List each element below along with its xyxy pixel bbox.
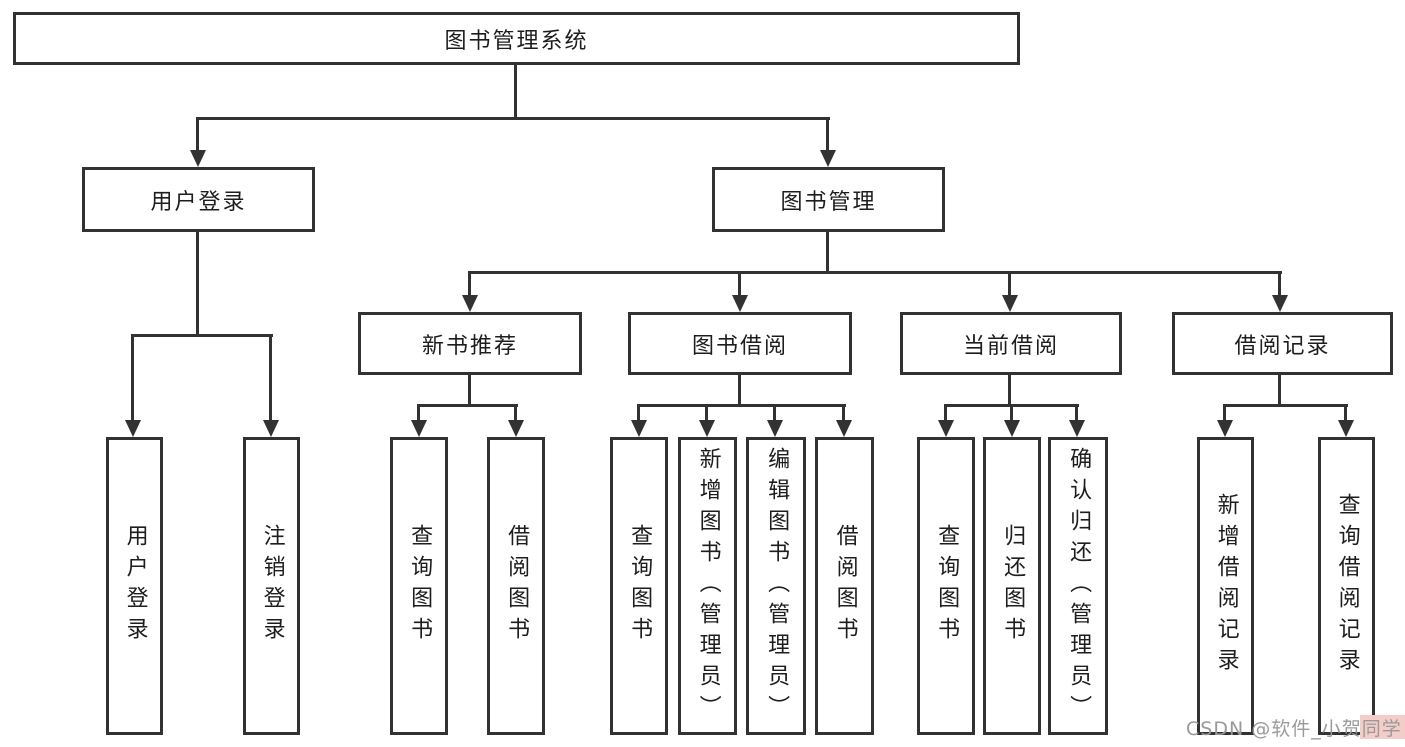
arrowhead-down-icon — [767, 420, 783, 437]
connector-line — [196, 117, 199, 152]
connector-line — [468, 271, 1282, 274]
node-borrowing-borrow-books: 借阅图书 — [815, 437, 874, 735]
connector-line — [1278, 271, 1281, 297]
node-logout-leaf: 注销登录 — [243, 437, 300, 735]
arrowhead-down-icon — [125, 420, 141, 437]
connector-line — [637, 404, 640, 424]
arrowhead-down-icon — [190, 150, 206, 167]
arrowhead-down-icon — [631, 420, 647, 437]
arrowhead-down-icon — [1069, 420, 1085, 437]
connector-line — [842, 404, 845, 424]
connector-line — [738, 373, 741, 406]
arrowhead-down-icon — [508, 420, 524, 437]
node-borrowing-records: 借阅记录 — [1172, 312, 1393, 375]
node-recommend-query-books: 查询图书 — [390, 437, 448, 735]
node-current-query-books: 查询图书 — [917, 437, 975, 735]
connector-line — [826, 117, 829, 152]
connector-line — [514, 404, 517, 424]
connector-line — [196, 230, 199, 336]
connector-line — [1010, 404, 1013, 424]
node-user-login-module: 用户登录 — [82, 167, 315, 232]
arrowhead-down-icon — [411, 420, 427, 437]
node-current-borrowing: 当前借阅 — [900, 312, 1122, 375]
arrowhead-down-icon — [1272, 295, 1288, 312]
node-current-return-books: 归还图书 — [983, 437, 1041, 735]
watermark-text: CSDN @软件_小贺同学 — [1186, 718, 1402, 740]
arrowhead-down-icon — [938, 420, 954, 437]
node-current-confirm-return-admin: 确认归还（管理员） — [1048, 437, 1108, 735]
node-book-borrowing: 图书借阅 — [628, 312, 852, 375]
connector-line — [417, 404, 518, 407]
node-recommend-borrow-books: 借阅图书 — [487, 437, 545, 735]
arrowhead-down-icon — [732, 295, 748, 312]
connector-line — [131, 334, 273, 337]
connector-line — [738, 271, 741, 297]
arrowhead-down-icon — [836, 420, 852, 437]
connector-line — [468, 373, 471, 406]
node-records-add-record: 新增借阅记录 — [1197, 437, 1254, 735]
node-borrowing-add-books-admin: 新增图书（管理员） — [678, 437, 737, 735]
node-book-management-module: 图书管理 — [712, 167, 945, 232]
connector-line — [1223, 404, 1348, 407]
connector-line — [1344, 404, 1347, 424]
arrowhead-down-icon — [263, 420, 279, 437]
arrowhead-down-icon — [462, 295, 478, 312]
connector-line — [1008, 271, 1011, 297]
connector-line — [514, 63, 517, 119]
node-borrowing-query-books: 查询图书 — [610, 437, 668, 735]
connector-line — [1075, 404, 1078, 424]
connector-line — [1008, 373, 1011, 406]
connector-line — [417, 404, 420, 424]
node-library-management-system: 图书管理系统 — [13, 12, 1020, 65]
arrowhead-down-icon — [1004, 420, 1020, 437]
connector-line — [1223, 404, 1226, 424]
connector-line — [468, 271, 471, 297]
connector-line — [944, 404, 947, 424]
arrowhead-down-icon — [1217, 420, 1233, 437]
connector-line — [705, 404, 708, 424]
node-user-login-leaf: 用户登录 — [106, 437, 163, 735]
node-new-book-recommendation: 新书推荐 — [358, 312, 582, 375]
connector-line — [1278, 373, 1281, 406]
connector-line — [269, 334, 272, 424]
connector-line — [131, 334, 134, 424]
node-records-query-record: 查询借阅记录 — [1318, 437, 1375, 735]
node-borrowing-edit-books-admin: 编辑图书（管理员） — [746, 437, 806, 735]
connector-line — [196, 117, 830, 120]
arrowhead-down-icon — [1002, 295, 1018, 312]
arrowhead-down-icon — [820, 150, 836, 167]
connector-line — [826, 230, 829, 273]
connector-line — [637, 404, 846, 407]
arrowhead-down-icon — [1338, 420, 1354, 437]
arrowhead-down-icon — [699, 420, 715, 437]
connector-line — [773, 404, 776, 424]
csdn-watermark: CSDN @软件_小贺同学 — [1186, 714, 1405, 741]
